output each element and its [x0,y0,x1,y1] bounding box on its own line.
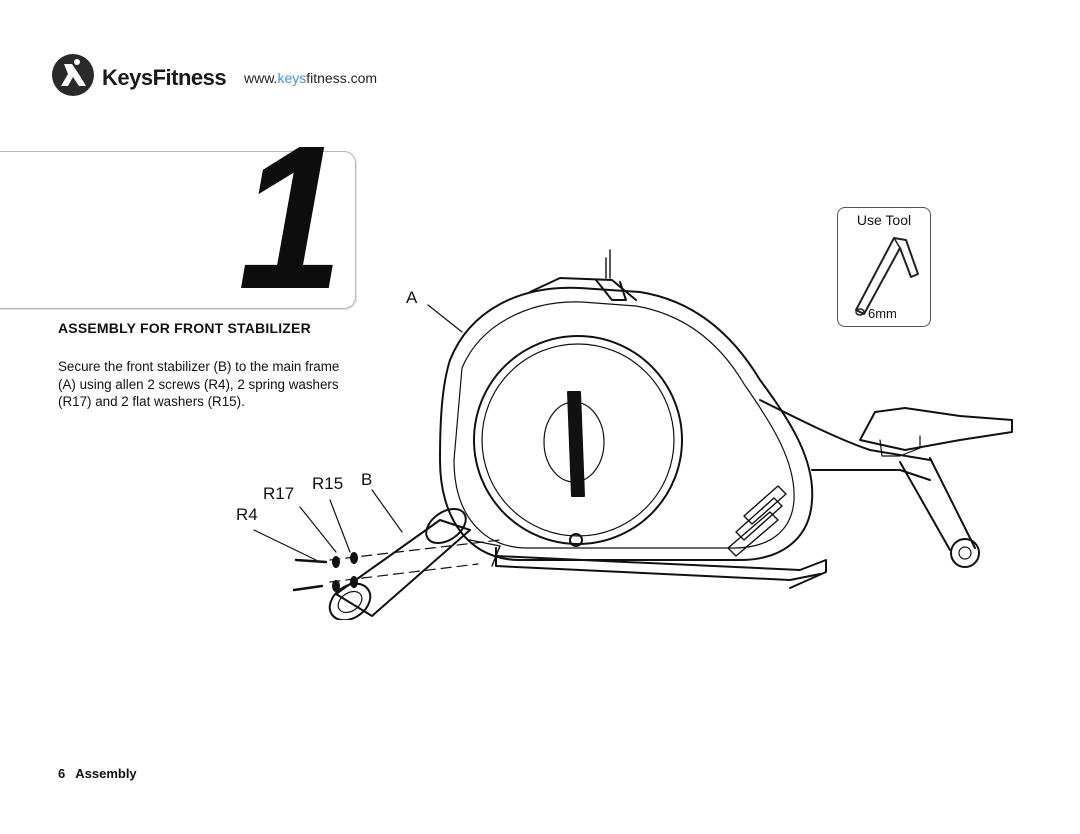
allen-wrench-icon [855,237,919,316]
label-screw: R4 [236,505,258,524]
brand-name: KeysFitness [102,65,227,91]
url-prefix: www. [244,70,278,86]
url-suffix: fitness.com [306,70,378,86]
label-main-frame: A [406,288,418,307]
elliptical-assembly-diagram [253,249,1013,620]
label-flat-washer: R15 [312,474,344,493]
brand-name-part: Fitness [152,65,227,90]
page-number: 6 [58,766,66,781]
label-stabilizer: B [361,470,373,489]
runner-logo-icon [52,54,94,96]
section-name: Assembly [75,766,137,781]
tool-callout: Use Tool 6mm [837,207,931,327]
page-footer: 6 Assembly [58,766,147,781]
keys-fitness-logo: KeysFitness [50,52,240,102]
tool-size: 6mm [868,306,897,321]
brand-name-part: Keys [102,65,153,90]
step-number: 1 [238,103,343,332]
step-heading: ASSEMBLY FOR FRONT STABILIZER [58,320,311,336]
url-highlight: keys [277,70,307,86]
website-url[interactable]: www.keysfitness.com [244,70,377,86]
tool-title: Use Tool [856,212,912,228]
step-number-panel [0,151,356,309]
step-instructions: Secure the front stabilizer (B) to the m… [58,359,340,409]
label-spring-washer: R17 [263,484,295,503]
